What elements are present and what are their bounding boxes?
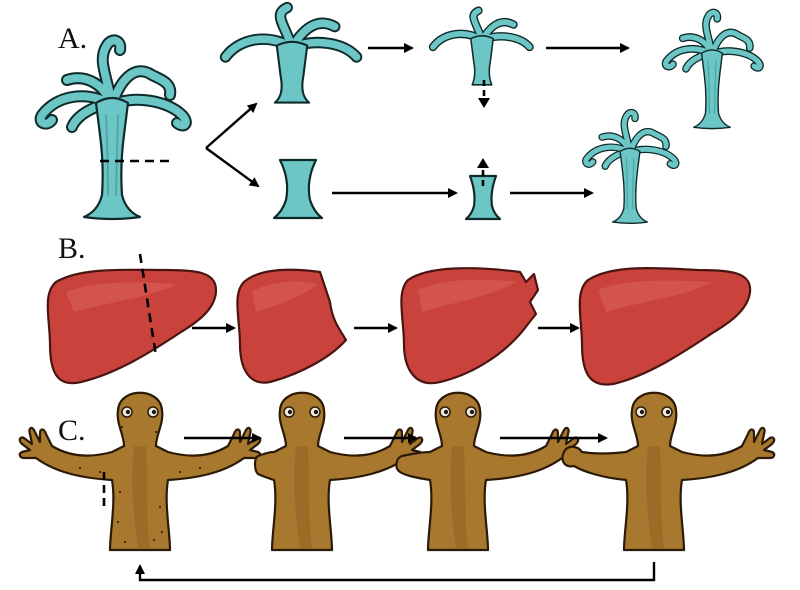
hydra-original (41, 40, 186, 219)
liver-regenerating (400, 267, 540, 385)
hydra-grow-arrowhead-down (478, 98, 490, 108)
newt-regenerating-limb (561, 391, 776, 552)
hydra-stalk-fragment (272, 158, 324, 220)
hydra-grow-arrowhead-up (477, 158, 489, 168)
newt-regenerating-stub (395, 391, 580, 552)
hydra-regenerated-top (666, 13, 760, 129)
panel-a-label: A. (58, 22, 87, 55)
branch-arrow-down (205, 147, 260, 188)
return-arrow (135, 562, 656, 582)
branch-arrow-up (205, 102, 258, 149)
panel-c: C. (18, 391, 776, 582)
liver-regenerated (578, 266, 752, 386)
panel-c-label: C. (58, 414, 86, 447)
panel-a: A. (41, 1, 760, 224)
newt-original (18, 391, 262, 552)
liver-resected (236, 268, 348, 384)
liver-original (46, 268, 218, 385)
hydra-regenerated-bottom (586, 113, 676, 224)
hydra-head-regenerating (428, 6, 534, 86)
panel-b-label: B. (58, 232, 86, 265)
newt-amputated (253, 391, 424, 552)
panel-b: B. (46, 232, 752, 386)
hydra-head-fragment (219, 1, 363, 104)
hydra-stalk-regenerating (464, 174, 502, 221)
liver-cut-line (138, 253, 158, 357)
